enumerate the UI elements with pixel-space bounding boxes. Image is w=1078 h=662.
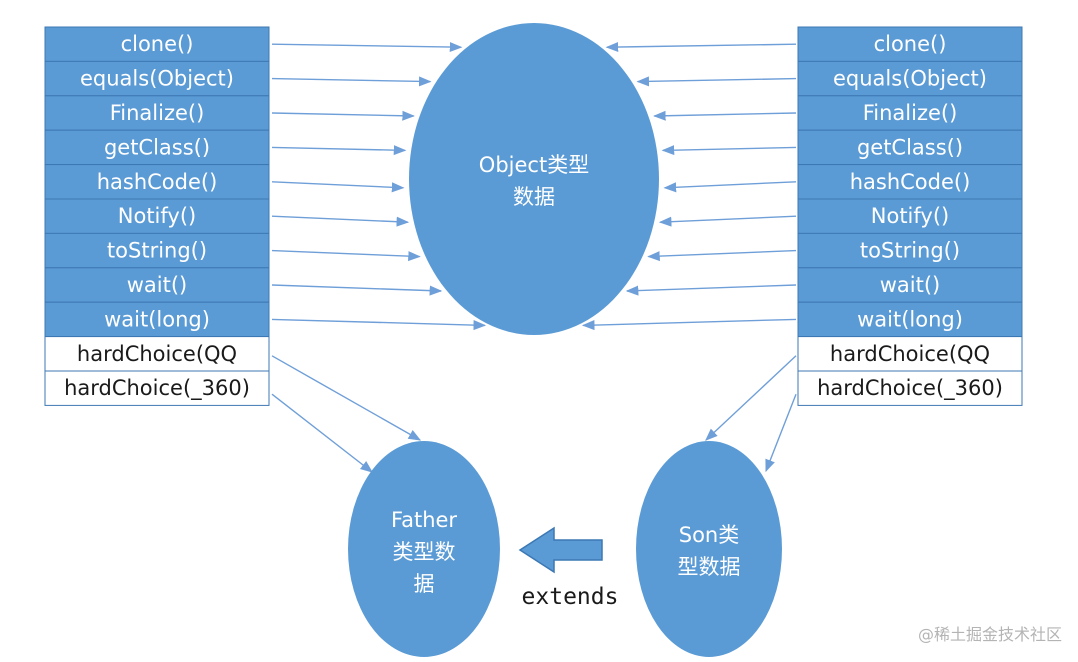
left-method-row	[44, 232, 270, 269]
connector-arrow	[705, 355, 797, 441]
connector-arrow	[271, 41, 463, 53]
connector-arrow	[653, 110, 797, 121]
object-label-line-2: 数据	[513, 185, 555, 209]
left-method-label: Notify()	[118, 204, 196, 228]
right-method-label: hashCode()	[850, 170, 971, 194]
connector-arrow	[661, 145, 797, 156]
father-label-line-1: Father	[391, 508, 457, 532]
connector-arrows	[271, 41, 797, 473]
right-method-row	[797, 60, 1023, 97]
father-label-line-3: 据	[414, 572, 435, 596]
right-method-row	[797, 198, 1023, 234]
object-node: Object类型 数据	[409, 23, 659, 335]
connector-arrow	[663, 181, 797, 193]
connector-arrow	[658, 215, 797, 227]
left-method-label: clone()	[121, 32, 194, 56]
right-method-label: Finalize()	[863, 101, 958, 125]
connector-arrow	[271, 284, 443, 296]
watermark: @稀土掘金技术社区	[918, 625, 1062, 644]
father-ellipse	[348, 441, 500, 657]
object-label-line-1: Object类型	[479, 153, 589, 177]
right-method-table: clone() equals(Object) Finalize() getClass(…	[797, 26, 1023, 406]
left-method-label: hardChoice(_360)	[64, 376, 250, 401]
object-ellipse	[409, 23, 659, 335]
right-method-row	[797, 267, 1023, 303]
right-method-label: Notify()	[871, 204, 949, 228]
right-method-row	[797, 232, 1023, 269]
father-node: Father 类型数 据	[348, 441, 500, 657]
connector-arrow	[765, 393, 797, 473]
extends-label: extends	[522, 584, 619, 610]
connector-arrow	[271, 393, 373, 473]
connector-arrow	[581, 318, 797, 331]
connector-arrow	[271, 215, 410, 227]
left-method-label: wait()	[127, 273, 188, 297]
left-method-row	[44, 336, 270, 372]
right-method-row	[797, 26, 1023, 62]
left-method-label: equals(Object)	[80, 67, 234, 91]
right-method-row	[797, 129, 1023, 166]
connector-arrow	[625, 284, 797, 296]
left-method-row	[44, 129, 270, 166]
right-method-row	[797, 164, 1023, 200]
connector-arrow	[605, 41, 797, 53]
son-node: Son类 型数据	[636, 441, 782, 657]
right-method-label: toString()	[860, 239, 960, 263]
left-method-label: Finalize()	[110, 101, 205, 125]
left-method-label: hardChoice(QQ	[77, 342, 237, 366]
son-ellipse	[636, 441, 782, 657]
connector-arrow	[271, 181, 405, 193]
left-method-row	[44, 267, 270, 303]
right-method-label: wait(long)	[857, 307, 963, 331]
right-method-label: wait()	[880, 273, 941, 297]
connector-arrow	[636, 76, 797, 87]
connector-arrow	[271, 145, 407, 156]
extends-relation: extends	[518, 526, 619, 610]
left-method-row	[44, 301, 270, 338]
connector-arrow	[271, 249, 421, 262]
right-method-label: hardChoice(_360)	[817, 376, 1003, 401]
extends-arrow	[518, 526, 603, 574]
connector-arrow	[647, 249, 797, 262]
connector-arrow	[271, 110, 415, 121]
right-method-label: equals(Object)	[833, 67, 987, 91]
right-method-label: clone()	[874, 32, 947, 56]
left-method-row	[44, 164, 270, 200]
left-method-label: wait(long)	[104, 307, 210, 331]
left-method-row	[44, 370, 270, 406]
father-label-line-2: 类型数	[393, 540, 456, 564]
right-method-row	[797, 336, 1023, 372]
left-method-label: getClass()	[104, 135, 210, 159]
connector-arrow	[271, 355, 422, 441]
left-method-row	[44, 198, 270, 234]
connector-arrow	[271, 76, 432, 87]
son-label-line-1: Son类	[679, 523, 740, 547]
left-method-row	[44, 95, 270, 131]
left-method-label: hashCode()	[97, 170, 218, 194]
left-method-table: clone() equals(Object) Finalize() getClass(…	[44, 26, 270, 406]
right-method-label: hardChoice(QQ	[830, 342, 990, 366]
son-label-line-2: 型数据	[678, 555, 741, 579]
right-method-label: getClass()	[857, 135, 963, 159]
right-method-row	[797, 370, 1023, 406]
connector-arrow	[271, 318, 487, 331]
left-method-label: toString()	[107, 239, 207, 263]
right-method-row	[797, 301, 1023, 338]
right-method-row	[797, 95, 1023, 131]
